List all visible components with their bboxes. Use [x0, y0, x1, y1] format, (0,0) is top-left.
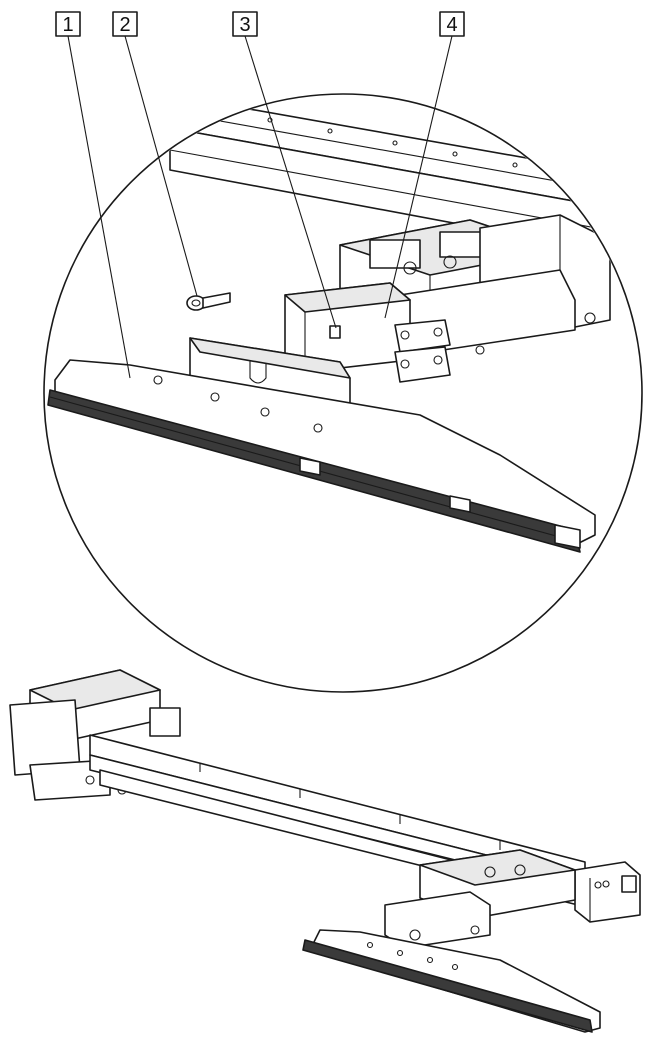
- callout-label-3: 3: [239, 14, 250, 36]
- end-bracket: [574, 861, 641, 923]
- overview-jaw-bar: [302, 929, 601, 1033]
- detail-view: [43, 93, 643, 693]
- callout-label-4: 4: [446, 14, 457, 36]
- leader-line-4: [384, 35, 453, 319]
- gripper-cylinder: [284, 282, 451, 383]
- callout-3: 3: [232, 11, 258, 37]
- callout-2: 2: [112, 11, 138, 37]
- overview-carriage: [384, 849, 576, 949]
- leader-lines: [67, 35, 453, 379]
- drive-motor: [9, 669, 181, 801]
- leader-line-1: [67, 35, 131, 379]
- callout-label-1: 1: [62, 14, 73, 36]
- callout-4: 4: [439, 11, 465, 37]
- overview-assembly: [9, 669, 641, 1033]
- callout-label-2: 2: [119, 14, 130, 36]
- callout-1: 1: [55, 11, 81, 37]
- leader-line-2: [124, 35, 198, 297]
- screw: [186, 292, 231, 311]
- leader-line-3: [244, 35, 337, 329]
- jaw-bar: [47, 359, 596, 553]
